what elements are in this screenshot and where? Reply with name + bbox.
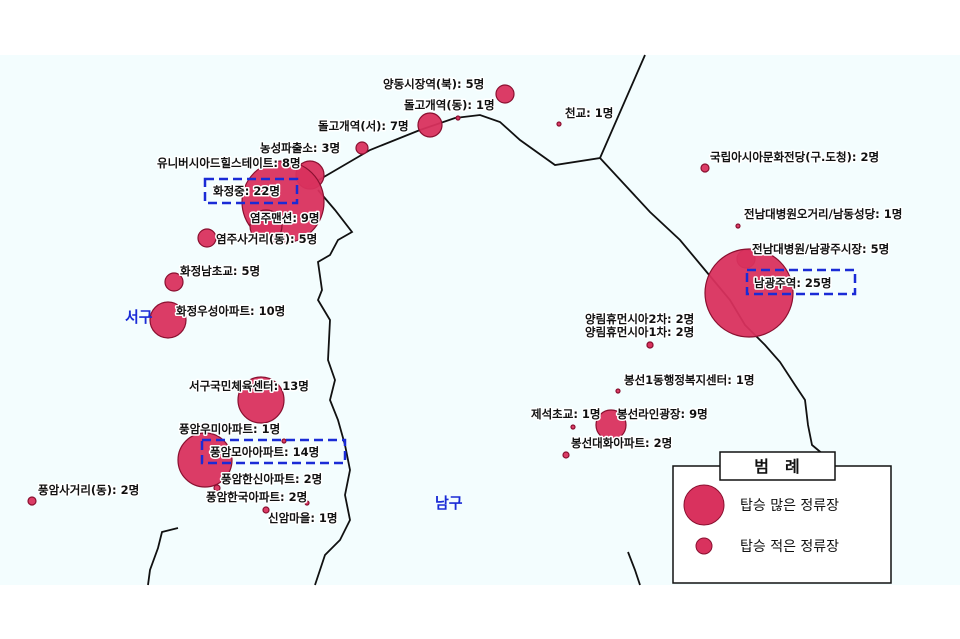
stop-label: 화정중: 22명 — [213, 184, 280, 198]
highlight-box — [745, 268, 857, 296]
stop-label: 풍암우미아파트: 1명 — [179, 422, 280, 436]
stop-marker[interactable] — [646, 341, 654, 349]
stop-label: 풍암한신아파트: 2명 — [221, 472, 322, 486]
boundary-line — [147, 527, 179, 586]
stop-marker[interactable] — [249, 209, 283, 243]
highlight-box — [203, 177, 299, 205]
stop-label: 전남대병원/남광주시장: 5명 — [752, 242, 889, 256]
stop-label: 양동시장역(북): 5명 — [383, 77, 484, 91]
large-circle-icon — [683, 484, 725, 526]
boundary-line — [314, 189, 354, 586]
stop-label: 농성파출소: 3명 — [260, 141, 340, 155]
stop-label: 화정우성아파트: 10명 — [176, 304, 285, 318]
stop-marker[interactable] — [562, 451, 570, 459]
legend-label-low: 탑승 적은 정류장 — [740, 539, 839, 555]
stop-label: 양림휴먼시아2차: 2명 — [585, 312, 694, 326]
district-label-nam-gu: 남구 — [435, 494, 463, 512]
stop-label: 봉선1동행정복지센터: 1명 — [624, 373, 754, 387]
stop-label: 신암마을: 1명 — [268, 511, 338, 525]
stop-label: 풍암모아아파트: 14명 — [210, 445, 319, 459]
stop-marker[interactable] — [149, 301, 187, 339]
stop-marker[interactable] — [27, 496, 37, 506]
stop-marker[interactable] — [164, 272, 184, 292]
stop-label: 돌고개역(서): 7명 — [318, 119, 409, 133]
stop-label: 화정남초교: 5명 — [180, 264, 260, 278]
stop-label: 돌고개역(동): 1명 — [404, 98, 495, 112]
district-label-seo-gu: 서구 — [125, 308, 153, 326]
boundary-line — [627, 551, 641, 586]
stop-label: 염주사거리(동): 5명 — [216, 232, 317, 246]
stop-marker[interactable] — [595, 409, 627, 441]
stop-label: 양림휴먼시아1차: 2명 — [585, 325, 694, 339]
stop-marker[interactable] — [262, 506, 270, 514]
stop-label: 염주맨션: 9명 — [250, 211, 320, 225]
legend: 범 례 탑승 많은 정류장 탑승 적은 정류장 — [672, 451, 892, 584]
stop-marker[interactable] — [417, 112, 443, 138]
boundary-line — [599, 157, 836, 471]
stop-label: 남광주역: 25명 — [754, 276, 832, 290]
stop-marker[interactable] — [281, 438, 287, 444]
stop-label: 유니버시아드힐스테이트: 8명 — [157, 156, 301, 170]
stop-marker[interactable] — [355, 141, 369, 155]
stop-label: 서구국민체육센터: 13명 — [189, 379, 309, 393]
stop-marker[interactable] — [237, 376, 285, 424]
stop-label: 봉선대화아파트: 2명 — [571, 436, 672, 450]
legend-title: 범 례 — [754, 457, 799, 476]
stop-label: 제석초교: 1명 — [531, 407, 601, 421]
stop-label: 풍암한국아파트: 2명 — [206, 490, 307, 504]
stop-label: 국립아시아문화전당(구.도청): 2명 — [710, 150, 879, 164]
stop-marker[interactable] — [455, 115, 461, 121]
stop-label: 천교: 1명 — [565, 106, 613, 120]
boundary-line — [304, 54, 646, 189]
stop-marker[interactable] — [495, 84, 515, 104]
stop-marker[interactable] — [304, 500, 310, 506]
stop-marker[interactable] — [556, 121, 562, 127]
stop-marker[interactable] — [615, 388, 621, 394]
stop-marker[interactable] — [735, 223, 741, 229]
stop-marker[interactable] — [213, 484, 221, 492]
stop-label: 전남대병원오거리/남동성당: 1명 — [744, 207, 902, 221]
legend-label-high: 탑승 많은 정류장 — [740, 498, 839, 514]
stop-label: 봉선라인광장: 9명 — [617, 407, 708, 421]
highlight-box — [200, 438, 347, 465]
small-circle-icon — [695, 537, 713, 555]
boundary-lines — [147, 54, 836, 586]
legend-title-box — [719, 451, 836, 481]
stop-label: 풍암사거리(동): 2명 — [38, 483, 139, 497]
stop-marker[interactable] — [197, 228, 217, 248]
stop-marker[interactable] — [177, 432, 233, 488]
stop-marker[interactable] — [570, 424, 576, 430]
stop-marker[interactable] — [700, 163, 710, 173]
